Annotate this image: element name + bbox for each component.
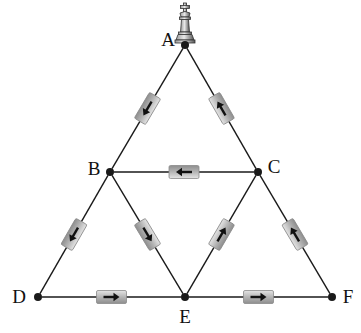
direction-box-body <box>208 92 234 124</box>
direction-arrow-shaft <box>220 106 225 116</box>
direction-arrowhead <box>261 293 267 301</box>
direction-arrow-shaft <box>293 232 299 241</box>
direction-arrow-shaft <box>73 228 78 238</box>
direction-box-body <box>169 166 199 179</box>
direction-arrowhead <box>66 234 76 243</box>
graph-edge <box>187 175 256 293</box>
direction-box-body <box>208 218 234 250</box>
edge-group <box>260 175 330 293</box>
direction-box-body <box>282 218 308 250</box>
direction-arrowhead <box>287 225 297 234</box>
edge-group <box>112 175 183 293</box>
edge-group <box>40 175 108 293</box>
direction-box-body <box>97 291 127 304</box>
vertex-label: E <box>179 307 191 326</box>
direction-box <box>208 218 234 250</box>
direction-box-body <box>134 218 161 250</box>
edge-group <box>114 166 254 179</box>
vertex-label: A <box>161 30 175 49</box>
direction-arrow-shaft <box>143 228 149 237</box>
direction-arrowhead <box>176 168 182 176</box>
graph-edge <box>112 48 183 168</box>
vertex-label: F <box>343 287 354 306</box>
graph-edge <box>114 171 254 172</box>
graph-vertex: B <box>106 168 114 176</box>
graph-vertex: F <box>328 293 336 301</box>
direction-arrowhead <box>219 225 229 234</box>
graph-vertex: C <box>254 168 262 176</box>
graph-edge <box>40 175 108 293</box>
graph-edge <box>187 48 256 168</box>
vertex-label-holder: E <box>179 307 191 327</box>
direction-box <box>208 92 234 124</box>
vertex-label: B <box>88 159 101 178</box>
vertex-label-holder: A <box>161 30 175 50</box>
graph-edge <box>260 175 330 293</box>
king-piece <box>175 3 195 43</box>
edge-group <box>112 48 183 168</box>
direction-box <box>134 218 161 250</box>
vertex-label-holder: B <box>88 159 101 179</box>
direction-arrow-shaft <box>217 232 223 241</box>
edge-group <box>187 48 256 168</box>
vertex-label-holder: F <box>343 287 354 307</box>
vertex-label-holder: C <box>268 157 281 177</box>
direction-box-body <box>61 218 87 250</box>
direction-box-body <box>134 92 160 124</box>
direction-box <box>61 218 87 250</box>
vertex-label-holder: D <box>12 287 26 307</box>
graph-edge <box>112 175 183 293</box>
direction-arrowhead <box>114 293 120 301</box>
graph-vertex: E <box>181 293 189 301</box>
direction-box <box>134 92 160 124</box>
graph-vertex: D <box>34 293 42 301</box>
edge-group <box>42 291 181 304</box>
vertex-label: D <box>12 287 26 306</box>
direction-box <box>97 291 127 304</box>
direction-box <box>282 218 308 250</box>
direction-box-body <box>244 291 274 304</box>
direction-arrow-shaft <box>146 102 152 111</box>
graph-edge <box>42 296 181 297</box>
edge-group <box>187 175 256 293</box>
graph-vertex: A <box>181 41 189 49</box>
edge-group <box>189 291 328 304</box>
direction-arrowhead <box>145 234 155 243</box>
direction-arrowhead <box>140 108 150 117</box>
direction-arrow-shaft <box>181 171 192 173</box>
direction-arrow-shaft <box>251 296 262 298</box>
vertex-label: C <box>268 157 281 176</box>
direction-arrowhead <box>214 99 224 108</box>
direction-box <box>169 166 199 179</box>
graph-edge <box>189 296 328 297</box>
direction-box <box>244 291 274 304</box>
direction-arrow-shaft <box>104 296 115 298</box>
